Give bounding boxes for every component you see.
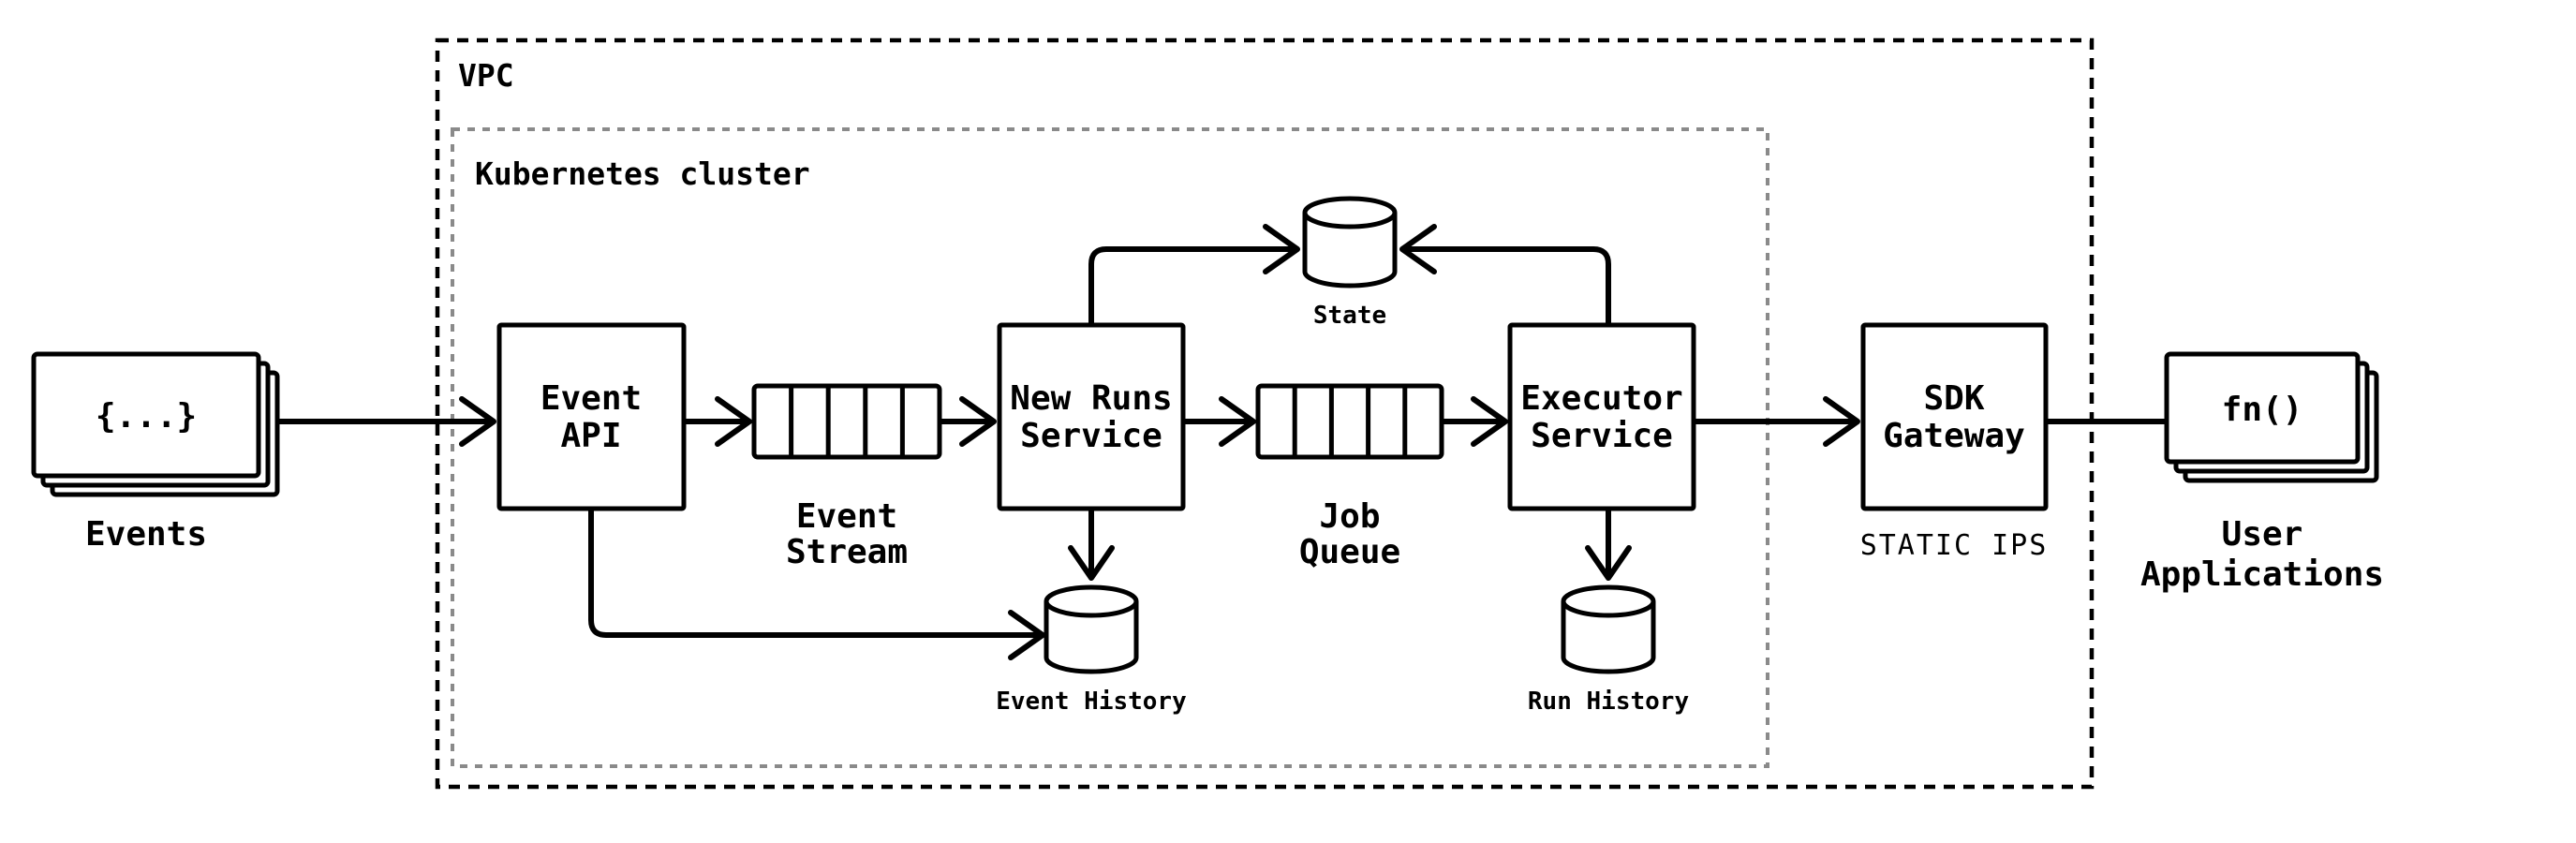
events-stack-icon: {...} [31, 351, 280, 497]
sdk-gateway-label-line1: SDK [1923, 379, 1984, 418]
arrow-event-api-to-event-history [588, 509, 1045, 660]
new-runs-label-line1: New Runs [1010, 379, 1172, 418]
arrow-new-runs-to-state [1088, 224, 1300, 325]
event-history-database-icon [1044, 584, 1139, 674]
events-glyph: {...} [96, 397, 197, 436]
new-runs-label-line2: Service [1020, 417, 1162, 455]
events-stack-front-card [31, 351, 261, 479]
arrow-new-runs-to-job-queue [1183, 396, 1256, 447]
node-sdk-gateway: SDK Gateway [1860, 322, 2049, 511]
event-api-label-line1: Event [540, 379, 642, 418]
kubernetes-cluster-boundary [451, 127, 1769, 768]
run-history-label: Run History [1528, 688, 1689, 716]
arrow-executor-to-state [1399, 224, 1611, 325]
user-apps-glyph: fn() [2222, 391, 2303, 429]
event-stream-queue-icon [751, 383, 942, 460]
arrow-event-stream-to-new-runs [940, 396, 997, 447]
arrow-event-api-to-event-stream [684, 396, 752, 447]
events-label: Events [85, 515, 207, 554]
arrow-executor-to-run-history [1585, 509, 1632, 581]
event-stream-label-line2: Stream [786, 533, 908, 571]
node-new-runs-service: New Runs Service [997, 322, 1186, 511]
arrow-events-to-event-api [277, 396, 496, 447]
user-apps-stack-front-card [2164, 351, 2361, 465]
state-database-icon [1302, 196, 1398, 288]
event-history-label: Event History [996, 688, 1187, 716]
arrow-new-runs-to-event-history [1068, 509, 1115, 581]
event-stream-label-line1: Event [796, 497, 897, 536]
job-queue-label-line1: Job [1319, 497, 1380, 536]
job-queue-icon [1255, 383, 1444, 460]
user-apps-stack-icon: fn() [2164, 351, 2379, 483]
event-api-label-line2: API [560, 417, 621, 455]
node-executor-service: Executor Service [1507, 322, 1696, 511]
node-event-api: Event API [496, 322, 687, 511]
sdk-gateway-label-line2: Gateway [1883, 417, 2025, 455]
kubernetes-cluster-label: Kubernetes cluster [475, 155, 810, 192]
run-history-database-icon [1561, 584, 1656, 674]
arrow-job-queue-to-executor [1442, 396, 1508, 447]
executor-label-line2: Service [1531, 417, 1673, 455]
vpc-label: VPC [458, 57, 514, 94]
vpc-boundary [435, 37, 2095, 790]
job-queue-label-line2: Queue [1299, 533, 1400, 571]
arrow-executor-to-sdk-gateway [1694, 396, 1860, 447]
user-apps-label-line2: Applications [2140, 555, 2384, 594]
user-apps-label-line1: User [2222, 515, 2303, 554]
state-label: State [1313, 302, 1386, 330]
executor-label-line1: Executor [1520, 379, 1682, 418]
static-ips-caption: STATIC IPS [1860, 529, 2049, 562]
